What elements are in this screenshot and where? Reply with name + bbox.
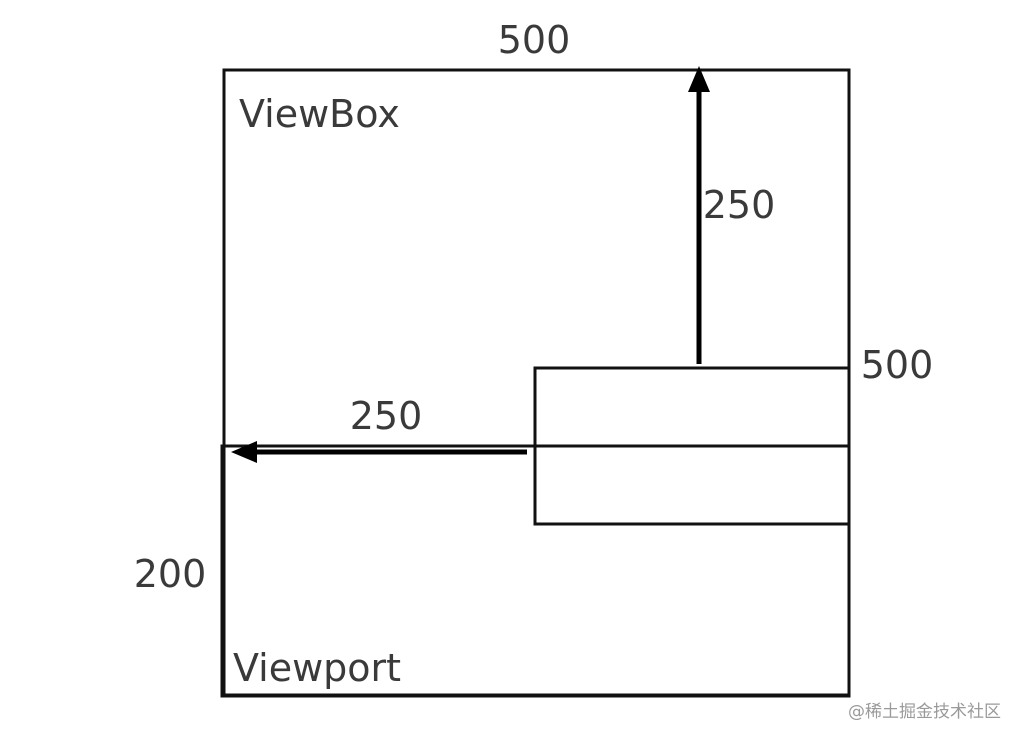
viewbox-height-label: 500 xyxy=(861,343,934,387)
inner-rect xyxy=(533,366,851,526)
watermark-text: @稀土掘金技术社区 xyxy=(848,702,1001,722)
arrow-up-icon xyxy=(688,66,710,92)
viewport-height-label: 200 xyxy=(134,552,207,596)
viewbox-title: ViewBox xyxy=(239,92,400,136)
offset-left-label: 250 xyxy=(350,394,423,438)
arrow-left-icon xyxy=(231,441,257,463)
viewport-title: Viewport xyxy=(233,646,401,690)
offset-up-label: 250 xyxy=(703,183,776,227)
viewbox-width-label: 500 xyxy=(498,18,571,62)
